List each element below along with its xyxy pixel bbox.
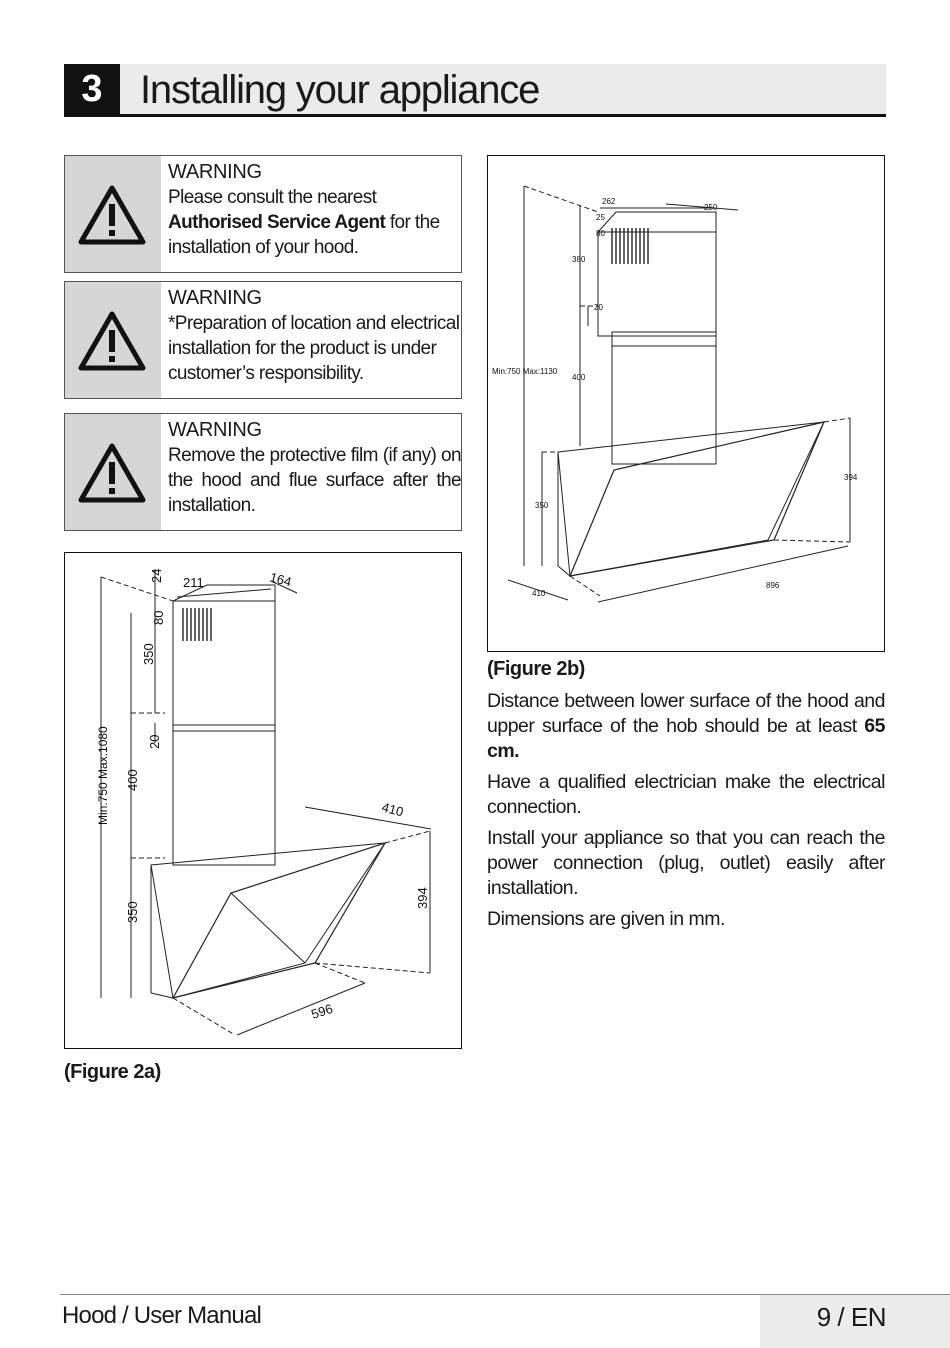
dim-overlap: 20	[147, 735, 162, 749]
dim-overlap: 20	[594, 303, 603, 312]
dim-body-width: 896	[766, 581, 780, 590]
hob-distance-paragraph: Distance between lower surface of the ho…	[487, 689, 886, 764]
warning-box-3: WARNING Remove the protective film (if a…	[64, 413, 462, 531]
dim-upper-flue: 380	[572, 255, 586, 264]
warning-triangle-icon	[78, 443, 146, 503]
hood-diagram-2b: 262 250 25 80 380 20 400 Min:750 Max:113…	[492, 185, 858, 603]
warning-body: Remove the protective film (if any) on t…	[168, 445, 462, 516]
power-connection-paragraph: Install your appliance so that you can r…	[487, 827, 886, 899]
page-number: 9 / EN	[816, 1302, 887, 1332]
warning-box-2: WARNING *Preparation of location and ele…	[64, 281, 462, 399]
warning-icon-cell	[65, 282, 161, 398]
dim-width: 262	[602, 197, 616, 206]
dim-grille: 80	[151, 611, 166, 625]
dim-grille: 80	[596, 229, 605, 238]
hood-diagram-2a: 24 211 164 80 350 20 400 Min:750 Max:108…	[96, 569, 432, 1036]
dim-panel-height: 394	[415, 887, 430, 909]
dim-lower-flue: 400	[125, 769, 140, 791]
dim-width: 211	[183, 575, 204, 590]
dim-depth: 164	[268, 569, 293, 589]
electrician-paragraph: Have a qualified electrician make the el…	[487, 771, 886, 818]
dimensions-note: Dimensions are given in mm.	[487, 908, 725, 930]
chapter-number: 3	[64, 64, 120, 114]
dim-depth: 250	[704, 203, 718, 212]
hob-distance-value: 65 cm.	[487, 715, 886, 762]
dim-upper-flue: 350	[141, 643, 156, 665]
dim-body-depth: 410	[532, 589, 546, 598]
dim-range: Min:750 Max:1130	[492, 367, 558, 376]
dim-panel-height: 394	[844, 473, 858, 482]
dim-body-height: 350	[535, 501, 549, 510]
warning-triangle-icon	[78, 311, 146, 371]
warning-body: *Preparation of location and electrical …	[168, 313, 460, 384]
footer-manual-title: Hood / User Manual	[62, 1302, 262, 1329]
dim-body-depth: 410	[380, 799, 405, 819]
warning-body-post: for the installation of your hood.	[168, 212, 440, 258]
figure-2a-caption: (Figure 2a)	[64, 1061, 161, 1083]
warning-text: WARNING Please consult the nearest Autho…	[168, 160, 461, 260]
figure-2b-caption: (Figure 2b)	[487, 658, 585, 680]
warning-heading: WARNING	[168, 287, 262, 309]
warning-triangle-icon	[78, 185, 146, 245]
warning-body-bold: Authorised Service Agent	[168, 212, 386, 233]
dim-lower-flue: 400	[572, 373, 586, 382]
dim-top-gap: 25	[596, 213, 605, 222]
warning-box-1: WARNING Please consult the nearest Autho…	[64, 155, 462, 273]
figure-2b: 262 250 25 80 380 20 400 Min:750 Max:113…	[487, 155, 885, 652]
dim-body-width: 596	[309, 1001, 334, 1022]
warning-heading: WARNING	[168, 419, 262, 441]
hob-distance-text: Distance between lower surface of the ho…	[487, 690, 886, 737]
warning-icon-cell	[65, 156, 161, 272]
chapter-header: 3 Installing your appliance	[64, 64, 886, 117]
dim-top-gap: 24	[149, 569, 164, 583]
figure-2a: 24 211 164 80 350 20 400 Min:750 Max:108…	[64, 552, 462, 1049]
warning-body-pre: Please consult the nearest	[168, 187, 377, 208]
footer-divider	[60, 1294, 950, 1295]
warning-text: WARNING *Preparation of location and ele…	[168, 286, 461, 386]
warning-icon-cell	[65, 414, 161, 530]
warning-text: WARNING Remove the protective film (if a…	[168, 418, 462, 518]
warning-heading: WARNING	[168, 161, 262, 183]
footer-page-box: 9 / EN	[760, 1295, 950, 1348]
dim-body-height: 350	[125, 901, 140, 923]
chapter-title: Installing your appliance	[140, 68, 540, 112]
dim-range: Min:750 Max:1080	[96, 726, 110, 825]
